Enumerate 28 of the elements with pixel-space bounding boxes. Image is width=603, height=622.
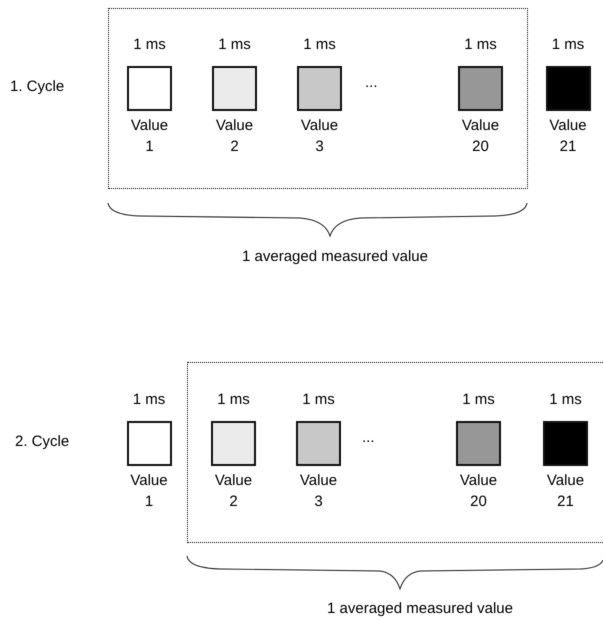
- value-label: Value 2: [214, 470, 254, 512]
- brace-caption: 1 averaged measured value: [241, 248, 429, 266]
- duration-label: 1 ms: [552, 36, 584, 54]
- duration-label: 1 ms: [133, 36, 166, 54]
- value-label: Value 1: [130, 116, 170, 156]
- duration-label: 1 ms: [217, 390, 250, 408]
- dotted-frame: [108, 8, 528, 189]
- value-label: Value 21: [548, 116, 588, 157]
- duration-label: 1 ms: [464, 36, 497, 54]
- row-label: 2. Cycle: [15, 433, 70, 451]
- row-label: 1. Cycle: [10, 78, 66, 96]
- brace-caption: 1 averaged measured value: [326, 600, 514, 618]
- duration-label: 1 ms: [549, 390, 582, 408]
- duration-label: 1 ms: [462, 390, 495, 408]
- value-label: Value 2: [214, 116, 254, 156]
- value-label: Value 3: [298, 470, 338, 512]
- value-label: Value 3: [300, 116, 340, 156]
- duration-label: 1 ms: [302, 390, 335, 408]
- duration-label: 1 ms: [218, 36, 251, 54]
- ellipsis: ...: [365, 74, 379, 92]
- value-label: Value 1: [129, 471, 169, 512]
- duration-label: 1 ms: [132, 391, 166, 409]
- duration-label: 1 ms: [303, 36, 336, 54]
- dotted-frame: [187, 362, 603, 543]
- value-label: Value 21: [546, 470, 586, 512]
- value-label: Value 20: [460, 116, 500, 156]
- ellipsis: ...: [362, 429, 376, 447]
- value-label: Value 20: [458, 470, 498, 512]
